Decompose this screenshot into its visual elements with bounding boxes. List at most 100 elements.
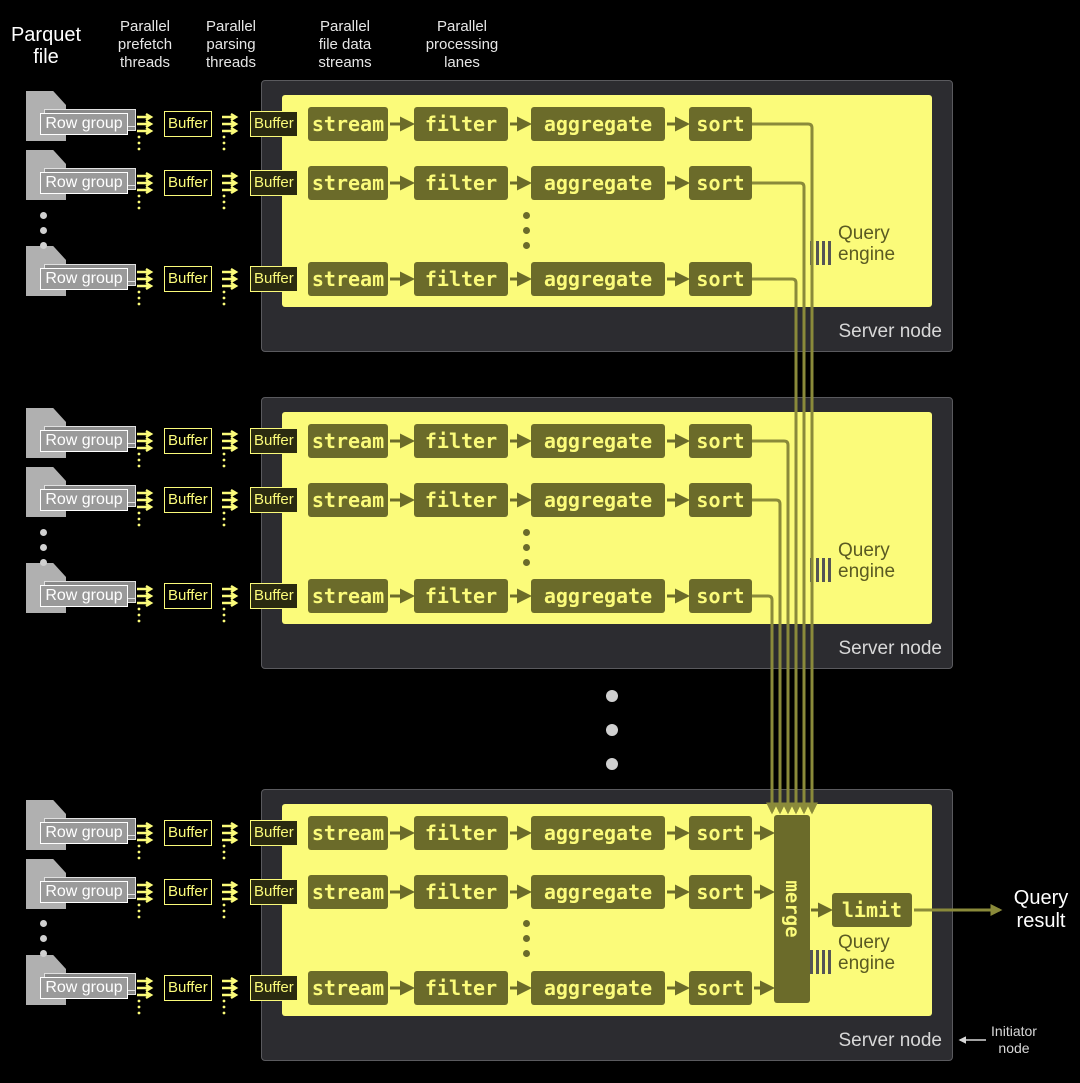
- prefetch-buffer: Buffer: [164, 583, 212, 609]
- parsing-arrows-icon: [222, 171, 239, 210]
- parsing-arrows-icon: [222, 821, 239, 860]
- row-group-file: Row group: [26, 467, 136, 519]
- sort-to-merge-path: [752, 277, 802, 815]
- row-group-label: Row group: [40, 881, 128, 903]
- row-group-file: Row group: [26, 246, 136, 298]
- parsing-buffer: Buffer: [250, 170, 298, 196]
- parsing-arrows-icon: [222, 429, 239, 468]
- parsing-buffer: Buffer: [250, 975, 298, 1001]
- sort-operator: sort: [689, 875, 752, 909]
- filter-operator: filter: [414, 166, 508, 200]
- row-group-file: Row group: [26, 91, 136, 143]
- prefetch-buffer: Buffer: [164, 820, 212, 846]
- parsing-arrows-icon: [222, 267, 239, 306]
- query-engine-logo-icon: [810, 950, 834, 974]
- initiator-node-label: Initiator node: [991, 1023, 1037, 1056]
- prefetch-arrows-icon: [137, 821, 154, 860]
- query-result-label: Query result: [1013, 887, 1069, 932]
- prefetch-threads-header: Parallel prefetch threads: [117, 18, 173, 71]
- row-group-label: Row group: [40, 977, 128, 999]
- filter-operator: filter: [414, 816, 508, 850]
- filter-operator: filter: [414, 424, 508, 458]
- sort-operator: sort: [689, 166, 752, 200]
- more-lanes-dots: [523, 529, 531, 574]
- sort-to-merge-path: [752, 439, 794, 815]
- sort-operator: sort: [689, 483, 752, 517]
- more-files-dots: [40, 212, 48, 257]
- aggregate-operator: aggregate: [531, 107, 665, 141]
- prefetch-arrows-icon: [137, 584, 154, 623]
- query-engine-badge: Query engine: [810, 540, 920, 586]
- row-group-label: Row group: [40, 172, 128, 194]
- sort-operator: sort: [689, 816, 752, 850]
- prefetch-arrows-icon: [137, 171, 154, 210]
- stream-operator: stream: [308, 816, 388, 850]
- parsing-buffer: Buffer: [250, 820, 298, 846]
- stream-operator: stream: [308, 875, 388, 909]
- row-group-file: Row group: [26, 859, 136, 911]
- sort-to-merge-path: [752, 122, 818, 815]
- stream-operator: stream: [308, 971, 388, 1005]
- row-group-file: Row group: [26, 563, 136, 615]
- parsing-buffer: Buffer: [250, 583, 298, 609]
- parsing-arrows-icon: [222, 976, 239, 1015]
- filter-operator: filter: [414, 107, 508, 141]
- stream-operator: stream: [308, 166, 388, 200]
- server-node-label: Server node: [838, 1030, 942, 1051]
- parsing-buffer: Buffer: [250, 428, 298, 454]
- stream-operator: stream: [308, 483, 388, 517]
- limit-operator: limit: [832, 893, 912, 927]
- stream-operator: stream: [308, 107, 388, 141]
- prefetch-buffer: Buffer: [164, 266, 212, 292]
- more-lanes-dots: [523, 212, 531, 257]
- prefetch-buffer: Buffer: [164, 428, 212, 454]
- sort-operator: sort: [689, 262, 752, 296]
- prefetch-buffer: Buffer: [164, 487, 212, 513]
- parsing-arrows-icon: [222, 488, 239, 527]
- parsing-buffer: Buffer: [250, 266, 298, 292]
- row-group-file: Row group: [26, 150, 136, 202]
- parsing-arrows-icon: [222, 880, 239, 919]
- sort-operator: sort: [689, 107, 752, 141]
- row-group-label: Row group: [40, 430, 128, 452]
- aggregate-operator: aggregate: [531, 816, 665, 850]
- stream-operator: stream: [308, 579, 388, 613]
- filter-operator: filter: [414, 971, 508, 1005]
- more-files-dots: [40, 529, 48, 574]
- parquet-file-header: Parquet file: [10, 24, 82, 68]
- row-group-file: Row group: [26, 408, 136, 460]
- parsing-buffer: Buffer: [250, 879, 298, 905]
- query-engine-label: Query engine: [838, 540, 896, 582]
- prefetch-buffer: Buffer: [164, 879, 212, 905]
- prefetch-buffer: Buffer: [164, 111, 212, 137]
- prefetch-arrows-icon: [137, 880, 154, 919]
- more-lanes-dots: [523, 920, 531, 965]
- row-group-label: Row group: [40, 822, 128, 844]
- query-engine-label: Query engine: [838, 932, 896, 974]
- aggregate-operator: aggregate: [531, 579, 665, 613]
- row-group-label: Row group: [40, 268, 128, 290]
- aggregate-operator: aggregate: [531, 424, 665, 458]
- prefetch-arrows-icon: [137, 429, 154, 468]
- row-group-label: Row group: [40, 489, 128, 511]
- prefetch-arrows-icon: [137, 112, 154, 151]
- filter-operator: filter: [414, 483, 508, 517]
- more-nodes-dot: [606, 758, 618, 770]
- stream-operator: stream: [308, 424, 388, 458]
- aggregate-operator: aggregate: [531, 483, 665, 517]
- parsing-buffer: Buffer: [250, 111, 298, 137]
- stream-operator: stream: [308, 262, 388, 296]
- query-engine-label: Query engine: [838, 223, 896, 265]
- file-data-streams-header: Parallel file data streams: [318, 18, 372, 71]
- row-group-label: Row group: [40, 585, 128, 607]
- more-nodes-dot: [606, 690, 618, 702]
- parsing-arrows-icon: [222, 584, 239, 623]
- query-engine-badge: Query engine: [810, 932, 920, 978]
- parsing-arrows-icon: [222, 112, 239, 151]
- more-nodes-dot: [606, 724, 618, 736]
- prefetch-buffer: Buffer: [164, 170, 212, 196]
- row-group-file: Row group: [26, 800, 136, 852]
- aggregate-operator: aggregate: [531, 262, 665, 296]
- sort-to-merge-path: [752, 498, 786, 815]
